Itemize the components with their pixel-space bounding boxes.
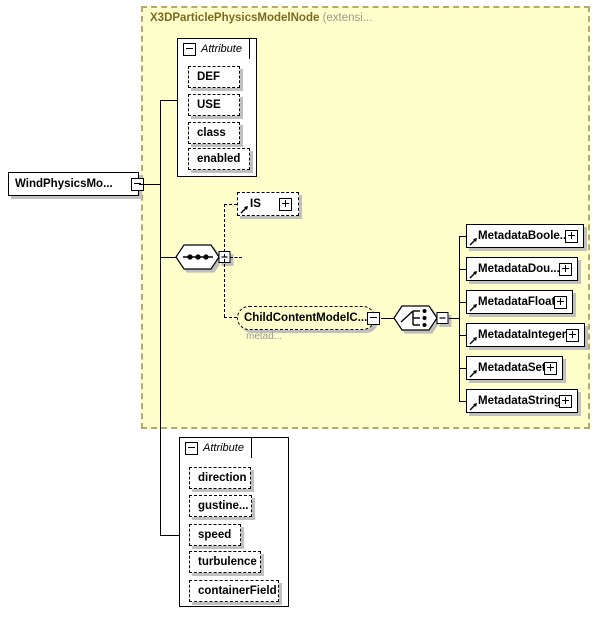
- attribute-item-containerfield[interactable]: containerField: [189, 580, 279, 602]
- element-expander-plus-icon[interactable]: [559, 395, 572, 408]
- element-label: MetadataFloat: [478, 296, 556, 308]
- attribute-item-label: USE: [197, 99, 221, 111]
- reference-arrow-icon: [469, 271, 477, 279]
- root-element-windphysicsmodel[interactable]: WindPhysicsMo...: [8, 172, 144, 196]
- connector-to-metadata-3: [459, 335, 469, 336]
- connector-to-metadata-4: [459, 368, 469, 369]
- connector-to-metadata-5: [459, 401, 469, 402]
- attribute-item-gustiness[interactable]: gustine...: [189, 495, 252, 517]
- attribute-item-label: gustine...: [198, 500, 249, 512]
- element-is-expander-plus-icon[interactable]: [279, 198, 292, 211]
- connector-root-stem: [139, 184, 161, 185]
- reference-arrow-icon: [469, 238, 477, 246]
- element-expander-plus-icon[interactable]: [559, 263, 572, 276]
- element-expander-plus-icon[interactable]: [544, 362, 557, 375]
- attribute-item-label: speed: [198, 529, 232, 541]
- connector-childcontentmodel-to-choice: [381, 318, 395, 319]
- element-label: MetadataInteger: [478, 329, 567, 341]
- attribute-item-class[interactable]: class: [188, 122, 240, 144]
- connector-to-childcontentmodel: [224, 317, 237, 318]
- attribute-item-label: DEF: [197, 71, 220, 83]
- attribute-item-label: turbulence: [198, 556, 257, 568]
- attribute-item-def[interactable]: DEF: [188, 66, 240, 88]
- element-expander-plus-icon[interactable]: [554, 296, 567, 309]
- element-is-label: IS: [250, 198, 261, 210]
- reference-arrow-icon: [469, 403, 477, 411]
- connector-main-trunk: [160, 100, 161, 536]
- element-childcontentmodel-expander-minus-icon[interactable]: [367, 312, 380, 325]
- attribute-item-use[interactable]: USE: [188, 94, 240, 116]
- connector-metadata-fan-vertical: [459, 236, 460, 402]
- root-element-label: WindPhysicsMo...: [15, 178, 113, 190]
- reference-arrow-icon: [240, 206, 248, 214]
- reference-arrow-icon: [469, 337, 477, 345]
- connector-to-local-attribute-group: [160, 535, 180, 536]
- attribute-group-local: Attribute: [179, 437, 289, 607]
- choice-compositor[interactable]: [393, 305, 449, 331]
- attribute-item-direction[interactable]: direction: [189, 467, 251, 489]
- connector-to-metadata-2: [459, 302, 469, 303]
- element-childcontentmodel[interactable]: ChildContentModelC...: [237, 306, 380, 330]
- attribute-group-expander-minus-icon[interactable]: [183, 42, 196, 56]
- attribute-item-turbulence[interactable]: turbulence: [189, 551, 261, 573]
- attribute-item-label: containerField: [198, 585, 277, 597]
- attribute-group-header-label: Attribute: [201, 43, 242, 55]
- element-label: MetadataBoole...: [478, 230, 570, 242]
- connector-sequence-branch-vertical: [224, 204, 225, 317]
- element-childcontentmodel-label: ChildContentModelC...: [244, 312, 368, 324]
- extension-title: X3DParticlePhysicsModelNode (extensi...: [150, 12, 372, 24]
- element-childcontentmodel-sublabel: metad...: [246, 331, 283, 342]
- element-metadatafloat[interactable]: MetadataFloat: [466, 290, 573, 314]
- connector-choice-out: [449, 318, 460, 319]
- element-metadataboolean[interactable]: MetadataBoole...: [466, 224, 584, 248]
- local-attribute-group-header[interactable]: Attribute: [179, 437, 252, 458]
- extension-title-text: X3DParticlePhysicsModelNode: [150, 12, 320, 24]
- element-label: MetadataDou...: [478, 263, 560, 275]
- element-metadatainteger[interactable]: MetadataInteger: [466, 323, 585, 347]
- reference-arrow-icon: [469, 304, 477, 312]
- connector-to-attribute-group: [160, 100, 178, 101]
- sequence-compositor[interactable]: [175, 244, 231, 270]
- connector-sequence-out: [230, 257, 242, 258]
- attribute-item-label: direction: [198, 472, 247, 484]
- element-metadataset[interactable]: MetadataSet: [466, 356, 563, 380]
- reference-arrow-icon: [469, 370, 477, 378]
- local-attribute-group-header-label: Attribute: [203, 442, 244, 454]
- connector-to-sequence: [160, 257, 178, 258]
- element-metadatastring[interactable]: MetadataString: [466, 389, 578, 413]
- attribute-item-enabled[interactable]: enabled: [188, 148, 250, 170]
- attribute-group-header[interactable]: Attribute: [177, 38, 250, 59]
- connector-to-metadata-0: [459, 236, 469, 237]
- attribute-item-speed[interactable]: speed: [189, 524, 241, 546]
- attribute-item-label: enabled: [197, 153, 241, 165]
- element-expander-plus-icon[interactable]: [566, 329, 579, 342]
- element-label: MetadataSet: [478, 362, 546, 374]
- element-metadatadouble[interactable]: MetadataDou...: [466, 257, 578, 281]
- connector-to-is: [224, 204, 237, 205]
- local-attribute-group-expander-minus-icon[interactable]: [185, 441, 198, 455]
- element-expander-plus-icon[interactable]: [565, 230, 578, 243]
- element-is[interactable]: IS: [237, 192, 299, 216]
- attribute-item-label: class: [197, 127, 226, 139]
- extension-title-suffix: (extensi...: [322, 12, 373, 24]
- connector-to-metadata-1: [459, 269, 469, 270]
- element-label: MetadataString: [478, 395, 562, 407]
